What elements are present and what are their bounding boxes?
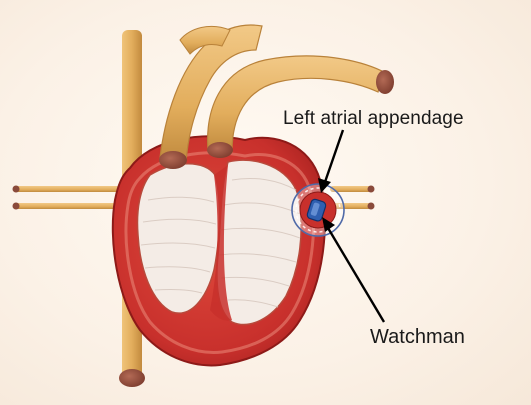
label-watchman: Watchman xyxy=(370,326,465,348)
arrow-to-appendage xyxy=(318,129,345,193)
arrow-to-watchman xyxy=(322,217,386,323)
heart xyxy=(111,135,326,367)
aorta xyxy=(159,24,394,169)
watchman-device xyxy=(306,198,327,222)
label-left-atrial-appendage: Left atrial appendage xyxy=(283,108,464,129)
